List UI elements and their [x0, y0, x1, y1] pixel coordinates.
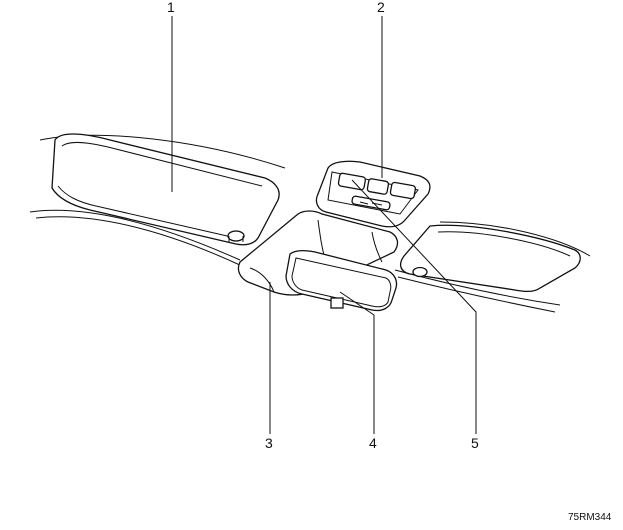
callout-3: 3 — [265, 435, 273, 451]
map-lamp-center — [366, 178, 390, 195]
overhead-console — [315, 160, 431, 228]
map-lamp-left — [337, 172, 367, 191]
callout-4: 4 — [369, 435, 377, 451]
figure-code: 75RM344 — [568, 512, 612, 523]
leader-line-4 — [339, 291, 375, 434]
mirror-stem — [330, 297, 344, 309]
callout-2: 2 — [377, 0, 385, 15]
right-sun-visor — [399, 224, 581, 292]
callout-1: 1 — [167, 0, 175, 15]
map-lamp-right — [389, 181, 417, 200]
leader-line-5 — [351, 179, 477, 434]
left-sun-visor — [51, 133, 280, 246]
lamp-switch — [351, 195, 391, 211]
leader-lines — [171, 16, 477, 434]
rear-view-mirror — [285, 250, 398, 312]
callout-labels: 1 2 3 4 5 — [167, 0, 479, 451]
callout-5: 5 — [471, 435, 479, 451]
